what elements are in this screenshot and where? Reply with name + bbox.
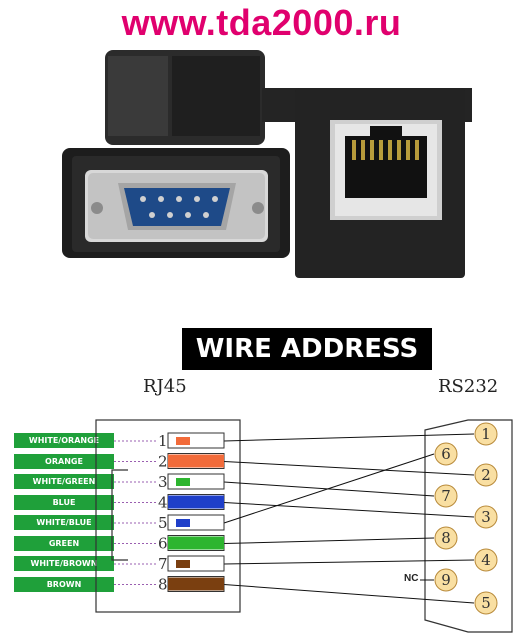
db9-pin-number-4: 4	[481, 551, 491, 569]
db9-pin-number-1: 1	[481, 425, 491, 443]
rj45-pin-stripe-5	[176, 519, 190, 527]
db9-pin-2	[474, 463, 498, 487]
db9-adapter-body	[62, 50, 290, 258]
rj45-pin-stripe-7	[176, 560, 190, 568]
db9-pin-number-5: 5	[481, 594, 491, 612]
db9-pin-number-8: 8	[441, 529, 451, 547]
site-url[interactable]: www.tda2000.ru	[121, 2, 402, 43]
wire-tag-1: WHITE/ORANGE	[14, 433, 114, 448]
db9-pin-number-3: 3	[481, 508, 491, 526]
db9-pin-5	[474, 591, 498, 615]
rj45-pin-stripe-3	[176, 478, 190, 486]
rj45-pin-number-2: 2	[158, 453, 168, 471]
rj45-connector-outline	[95, 419, 241, 613]
rj45-pin-number-6: 6	[158, 535, 168, 553]
wire-5-to-6	[223, 453, 435, 524]
rj45-jack-body	[262, 88, 472, 278]
wire-tag-4: BLUE	[14, 494, 114, 510]
header-banner: www.tda2000.ru	[0, 0, 523, 48]
rj45-pin-stripe-1	[176, 437, 190, 445]
rj45-pin-number-3: 3	[158, 473, 168, 491]
product-photo	[62, 50, 472, 278]
db9-pin-number-6: 6	[441, 445, 451, 463]
nc-label: NC	[404, 573, 419, 584]
wire-4-to-3	[223, 502, 475, 518]
wire-tag-2: ORANGE	[14, 453, 114, 469]
wire-address-title: WIRE ADDRESS	[182, 328, 432, 370]
wire-7-to-4	[223, 559, 475, 565]
rj45-pin-fill-6	[168, 536, 224, 550]
rj45-pin-fill-4	[168, 495, 224, 509]
rj45-pin-number-8: 8	[158, 576, 168, 594]
db9-pin-9	[434, 568, 458, 592]
db9-pin-number-9: 9	[441, 571, 451, 589]
db9-pin-3	[474, 505, 498, 529]
db9-pin-6	[434, 442, 458, 466]
wire-6-to-8	[223, 537, 435, 544]
rj45-pin-fill-2	[168, 454, 224, 468]
wire-tag-8: BROWN	[14, 576, 114, 592]
rj45-pin-number-1: 1	[158, 432, 168, 450]
wire-2-to-2	[223, 461, 475, 476]
rj45-latch-outline	[111, 469, 128, 561]
db9-pin-7	[434, 484, 458, 508]
rj45-pin-number-5: 5	[158, 514, 168, 532]
wire-tag-7: WHITE/BROWN	[14, 556, 114, 571]
db9-pin-8	[434, 526, 458, 550]
db9-connector-outline	[424, 419, 513, 633]
wire-tag-3: WHITE/GREEN	[14, 474, 114, 489]
rj45-pin-number-7: 7	[158, 555, 168, 573]
db9-pin-number-7: 7	[441, 487, 451, 505]
wire-1-to-1	[223, 433, 475, 442]
wire-tag-6: GREEN	[14, 535, 114, 551]
wire-8-to-5	[223, 584, 475, 604]
db9-pin-number-2: 2	[481, 466, 491, 484]
db9-pin-4	[474, 548, 498, 572]
rj45-label: RJ45	[143, 376, 187, 397]
db9-pin-1	[474, 422, 498, 446]
wire-tag-5: WHITE/BLUE	[14, 515, 114, 530]
rj45-pin-fill-8	[168, 577, 224, 591]
rj45-pin-number-4: 4	[158, 494, 168, 512]
rs232-label: RS232	[438, 376, 499, 397]
